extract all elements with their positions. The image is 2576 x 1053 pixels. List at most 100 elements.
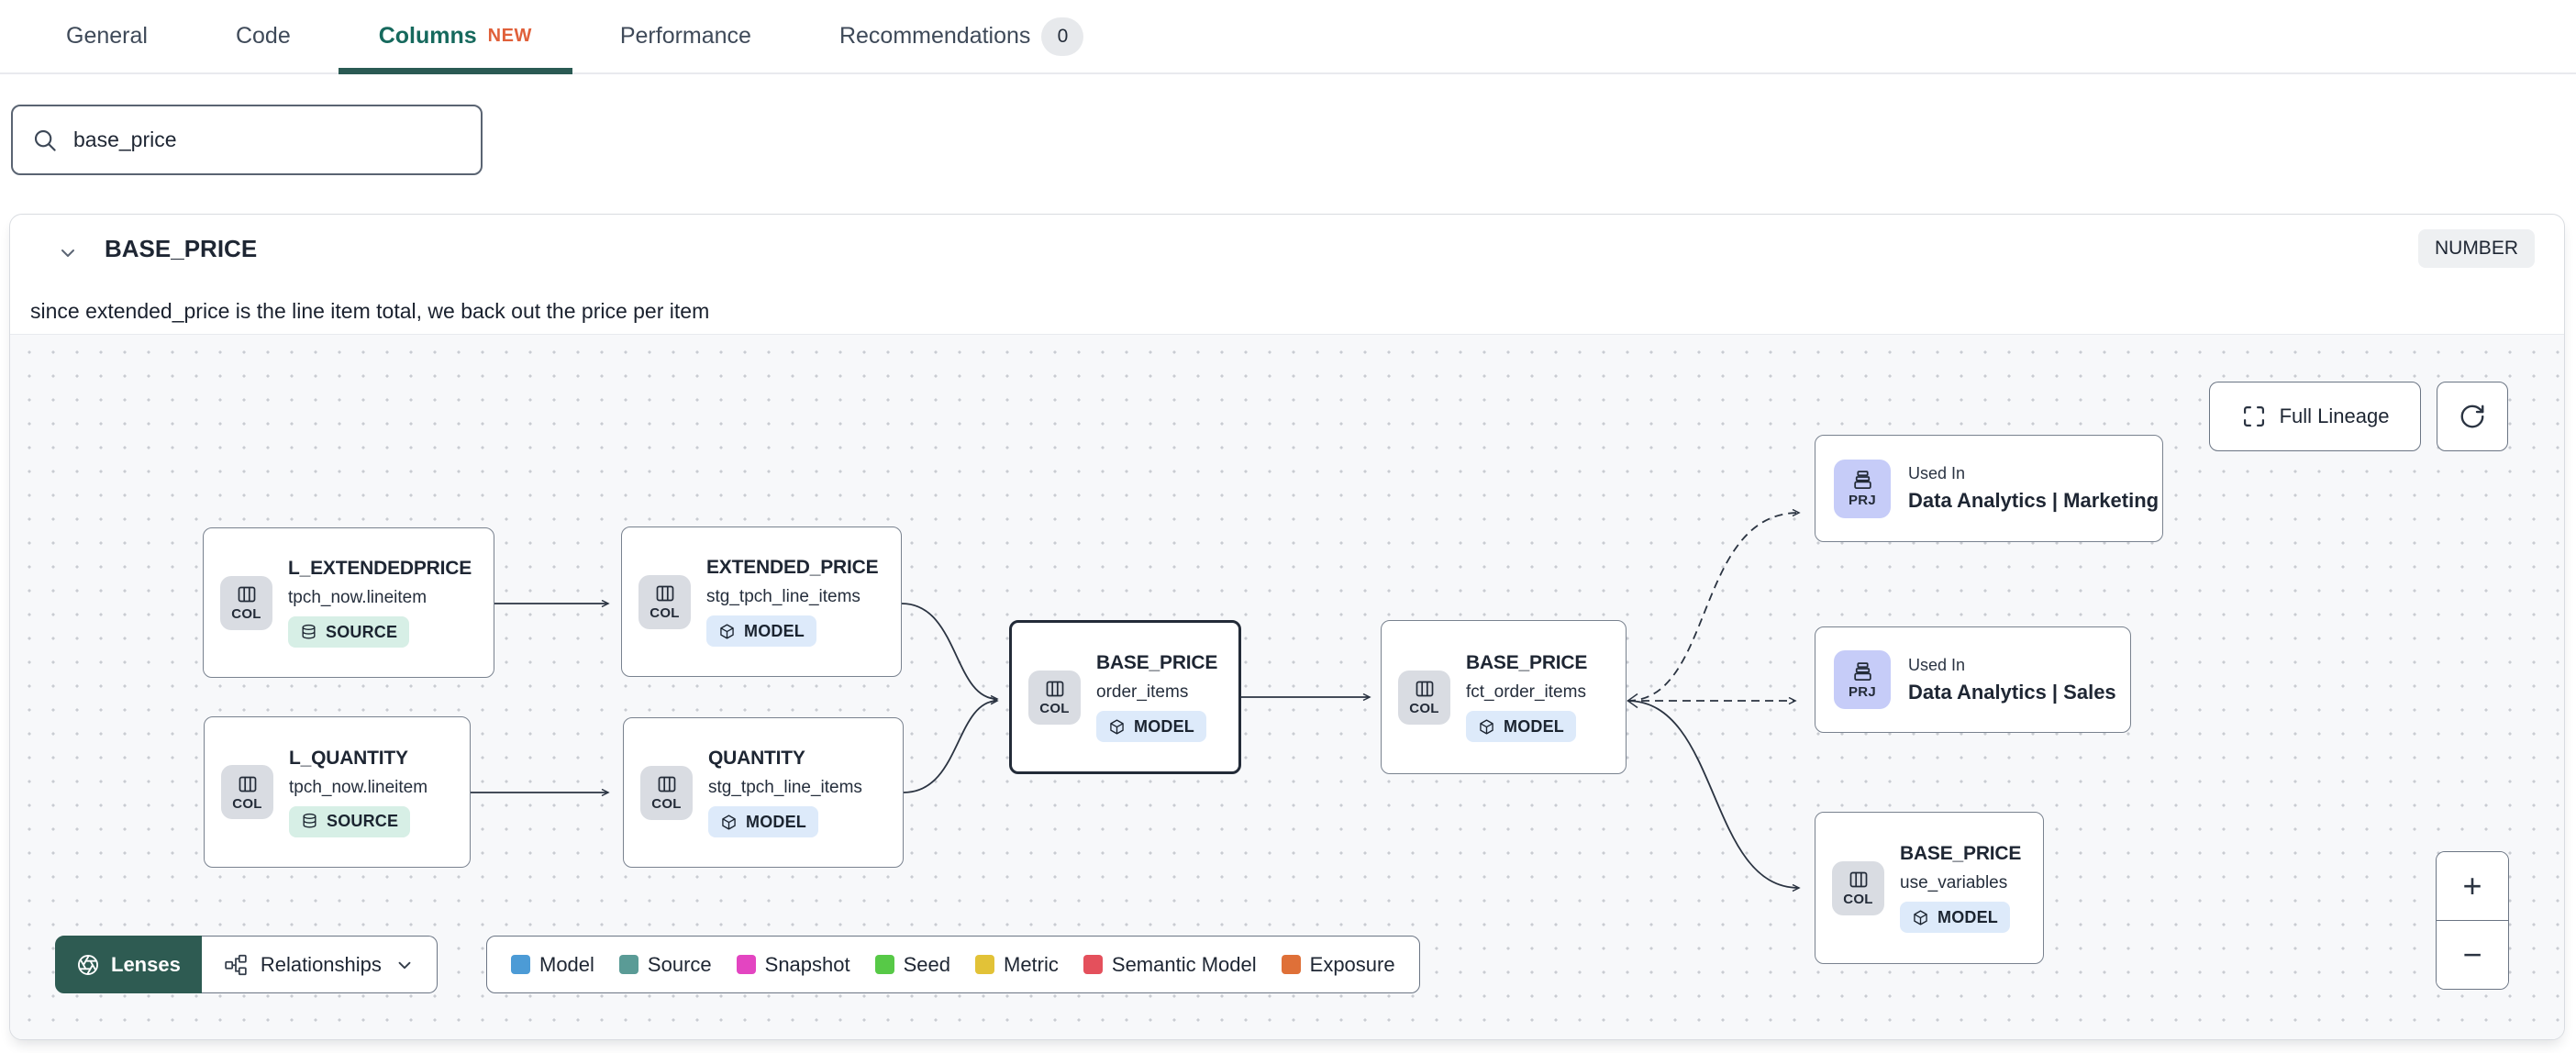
resource-pill: MODEL: [1900, 902, 2010, 933]
column-type-chip: COL: [638, 574, 691, 629]
tab-code[interactable]: Code: [195, 0, 331, 72]
column-search[interactable]: [11, 105, 483, 175]
column-name: BASE_PRICE: [105, 235, 258, 262]
column-type-chip: COL: [1832, 860, 1884, 915]
tab-bar: General Code Columns NEW Performance Rec…: [0, 0, 2576, 74]
legend-item-metric: Metric: [975, 953, 1059, 977]
resource-pill: SOURCE: [288, 616, 410, 648]
lineage-node-l-extendedprice[interactable]: COL L_EXTENDEDPRICE tpch_now.lineitem SO…: [203, 527, 494, 678]
legend-swatch: [1083, 955, 1103, 974]
resource-pill: MODEL: [708, 806, 818, 837]
column-description: since extended_price is the line item to…: [30, 299, 710, 323]
node-title: EXTENDED_PRICE: [706, 557, 879, 578]
column-type-chip: COL: [1028, 670, 1081, 725]
refresh-icon: [2460, 405, 2484, 428]
database-icon: [303, 813, 316, 828]
search-icon: [31, 127, 59, 154]
relationships-dropdown[interactable]: Relationships: [201, 936, 438, 993]
node-title: BASE_PRICE: [1096, 652, 1218, 673]
columns-icon: [1416, 681, 1433, 697]
legend-swatch: [1281, 955, 1301, 974]
column-type-chip: COL: [221, 765, 273, 819]
lineage-node-extended-price[interactable]: COL EXTENDED_PRICE stg_tpch_line_items M…: [621, 526, 902, 677]
cube-icon: [720, 623, 734, 639]
lineage-node-used-in-sales[interactable]: PRJ Used In Data Analytics | Sales: [1815, 626, 2131, 733]
column-type-chip: COL: [1398, 670, 1450, 725]
column-type-chip: COL: [640, 765, 693, 820]
project-stack-icon: [1853, 471, 1871, 490]
resource-pill: MODEL: [706, 615, 816, 647]
node-model: use_variables: [1900, 873, 2008, 892]
project-chip: PRJ: [1834, 459, 1891, 518]
cube-icon: [1110, 718, 1124, 735]
node-title: BASE_PRICE: [1900, 843, 2022, 864]
legend-item-model: Model: [511, 953, 594, 977]
lineage-edges: [470, 335, 2565, 1040]
legend-item-snapshot: Snapshot: [736, 953, 850, 977]
legend-swatch: [975, 955, 994, 974]
zoom-out-button[interactable]: −: [2437, 920, 2508, 989]
legend-swatch: [511, 955, 530, 974]
legend-swatch: [874, 955, 894, 974]
project-stack-icon: [1853, 661, 1871, 681]
node-model: stg_tpch_line_items: [706, 587, 861, 606]
column-type-chip: COL: [220, 575, 272, 630]
node-model: stg_tpch_line_items: [708, 778, 862, 797]
lineage-node-base-price-fct-order-items[interactable]: COL BASE_PRICE fct_order_items MODEL: [1381, 620, 1627, 774]
refresh-button[interactable]: [2437, 382, 2508, 451]
columns-icon: [1849, 871, 1867, 888]
tab-label: Recommendations: [838, 23, 1031, 49]
tab-label: General: [66, 23, 148, 49]
tab-columns[interactable]: Columns NEW: [338, 0, 572, 74]
project-name: Data Analytics | Sales: [1908, 680, 2116, 704]
node-title: QUANTITY: [708, 748, 805, 769]
resource-legend: Model Source Snapshot Seed Metric Semant…: [486, 936, 1420, 993]
node-title: BASE_PRICE: [1466, 652, 1588, 673]
legend-item-exposure: Exposure: [1281, 953, 1395, 977]
chevron-down-icon: [398, 961, 411, 969]
legend-item-source: Source: [618, 953, 712, 977]
resource-pill: SOURCE: [289, 805, 411, 837]
tab-performance[interactable]: Performance: [580, 0, 792, 72]
tab-label: Performance: [619, 23, 751, 49]
tab-general[interactable]: General: [26, 0, 188, 72]
collapse-chevron-icon[interactable]: [54, 238, 82, 266]
columns-icon: [1046, 681, 1063, 697]
new-badge: NEW: [487, 26, 532, 46]
relationships-graph-icon: [225, 954, 247, 975]
node-model: order_items: [1096, 682, 1189, 702]
resource-pill: MODEL: [1096, 711, 1206, 742]
aperture-icon: [78, 954, 98, 975]
legend-swatch: [618, 955, 638, 974]
full-lineage-label: Full Lineage: [2279, 405, 2390, 427]
lineage-node-used-in-marketing[interactable]: PRJ Used In Data Analytics | Marketing: [1815, 435, 2163, 542]
lineage-node-base-price-order-items[interactable]: COL BASE_PRICE order_items MODEL: [1009, 620, 1241, 774]
lineage-node-l-quantity[interactable]: COL L_QUANTITY tpch_now.lineitem SOURCE: [204, 716, 471, 868]
lineage-node-quantity[interactable]: COL QUANTITY stg_tpch_line_items MODEL: [623, 717, 904, 868]
columns-icon: [238, 586, 255, 603]
node-title: L_QUANTITY: [289, 747, 408, 769]
recommendations-count-badge: 0: [1041, 17, 1084, 56]
node-model: fct_order_items: [1466, 682, 1586, 702]
legend-swatch: [736, 955, 756, 974]
fullscreen-icon: [2243, 405, 2264, 427]
lineage-node-base-price-use-variables[interactable]: COL BASE_PRICE use_variables MODEL: [1815, 812, 2044, 964]
tab-label: Code: [235, 23, 291, 49]
full-lineage-button[interactable]: Full Lineage: [2209, 382, 2421, 451]
node-model: tpch_now.lineitem: [289, 777, 428, 797]
columns-icon: [658, 776, 675, 793]
search-input[interactable]: [73, 127, 462, 152]
project-chip: PRJ: [1834, 650, 1891, 709]
legend-item-semantic-model: Semantic Model: [1083, 953, 1257, 977]
column-type-badge: NUMBER: [2417, 229, 2535, 268]
tab-recommendations[interactable]: Recommendations 0: [799, 0, 1124, 72]
zoom-in-button[interactable]: +: [2437, 852, 2508, 920]
lineage-canvas[interactable]: COL L_EXTENDEDPRICE tpch_now.lineitem SO…: [10, 334, 2565, 1040]
used-in-label: Used In: [1908, 655, 1966, 674]
columns-icon: [239, 776, 256, 792]
cube-icon: [1914, 909, 1927, 926]
column-panel: BASE_PRICE NUMBER since extended_price i…: [9, 214, 2565, 1040]
cube-icon: [1480, 718, 1493, 735]
lenses-button[interactable]: Lenses: [55, 936, 202, 993]
legend-item-seed: Seed: [874, 953, 950, 977]
